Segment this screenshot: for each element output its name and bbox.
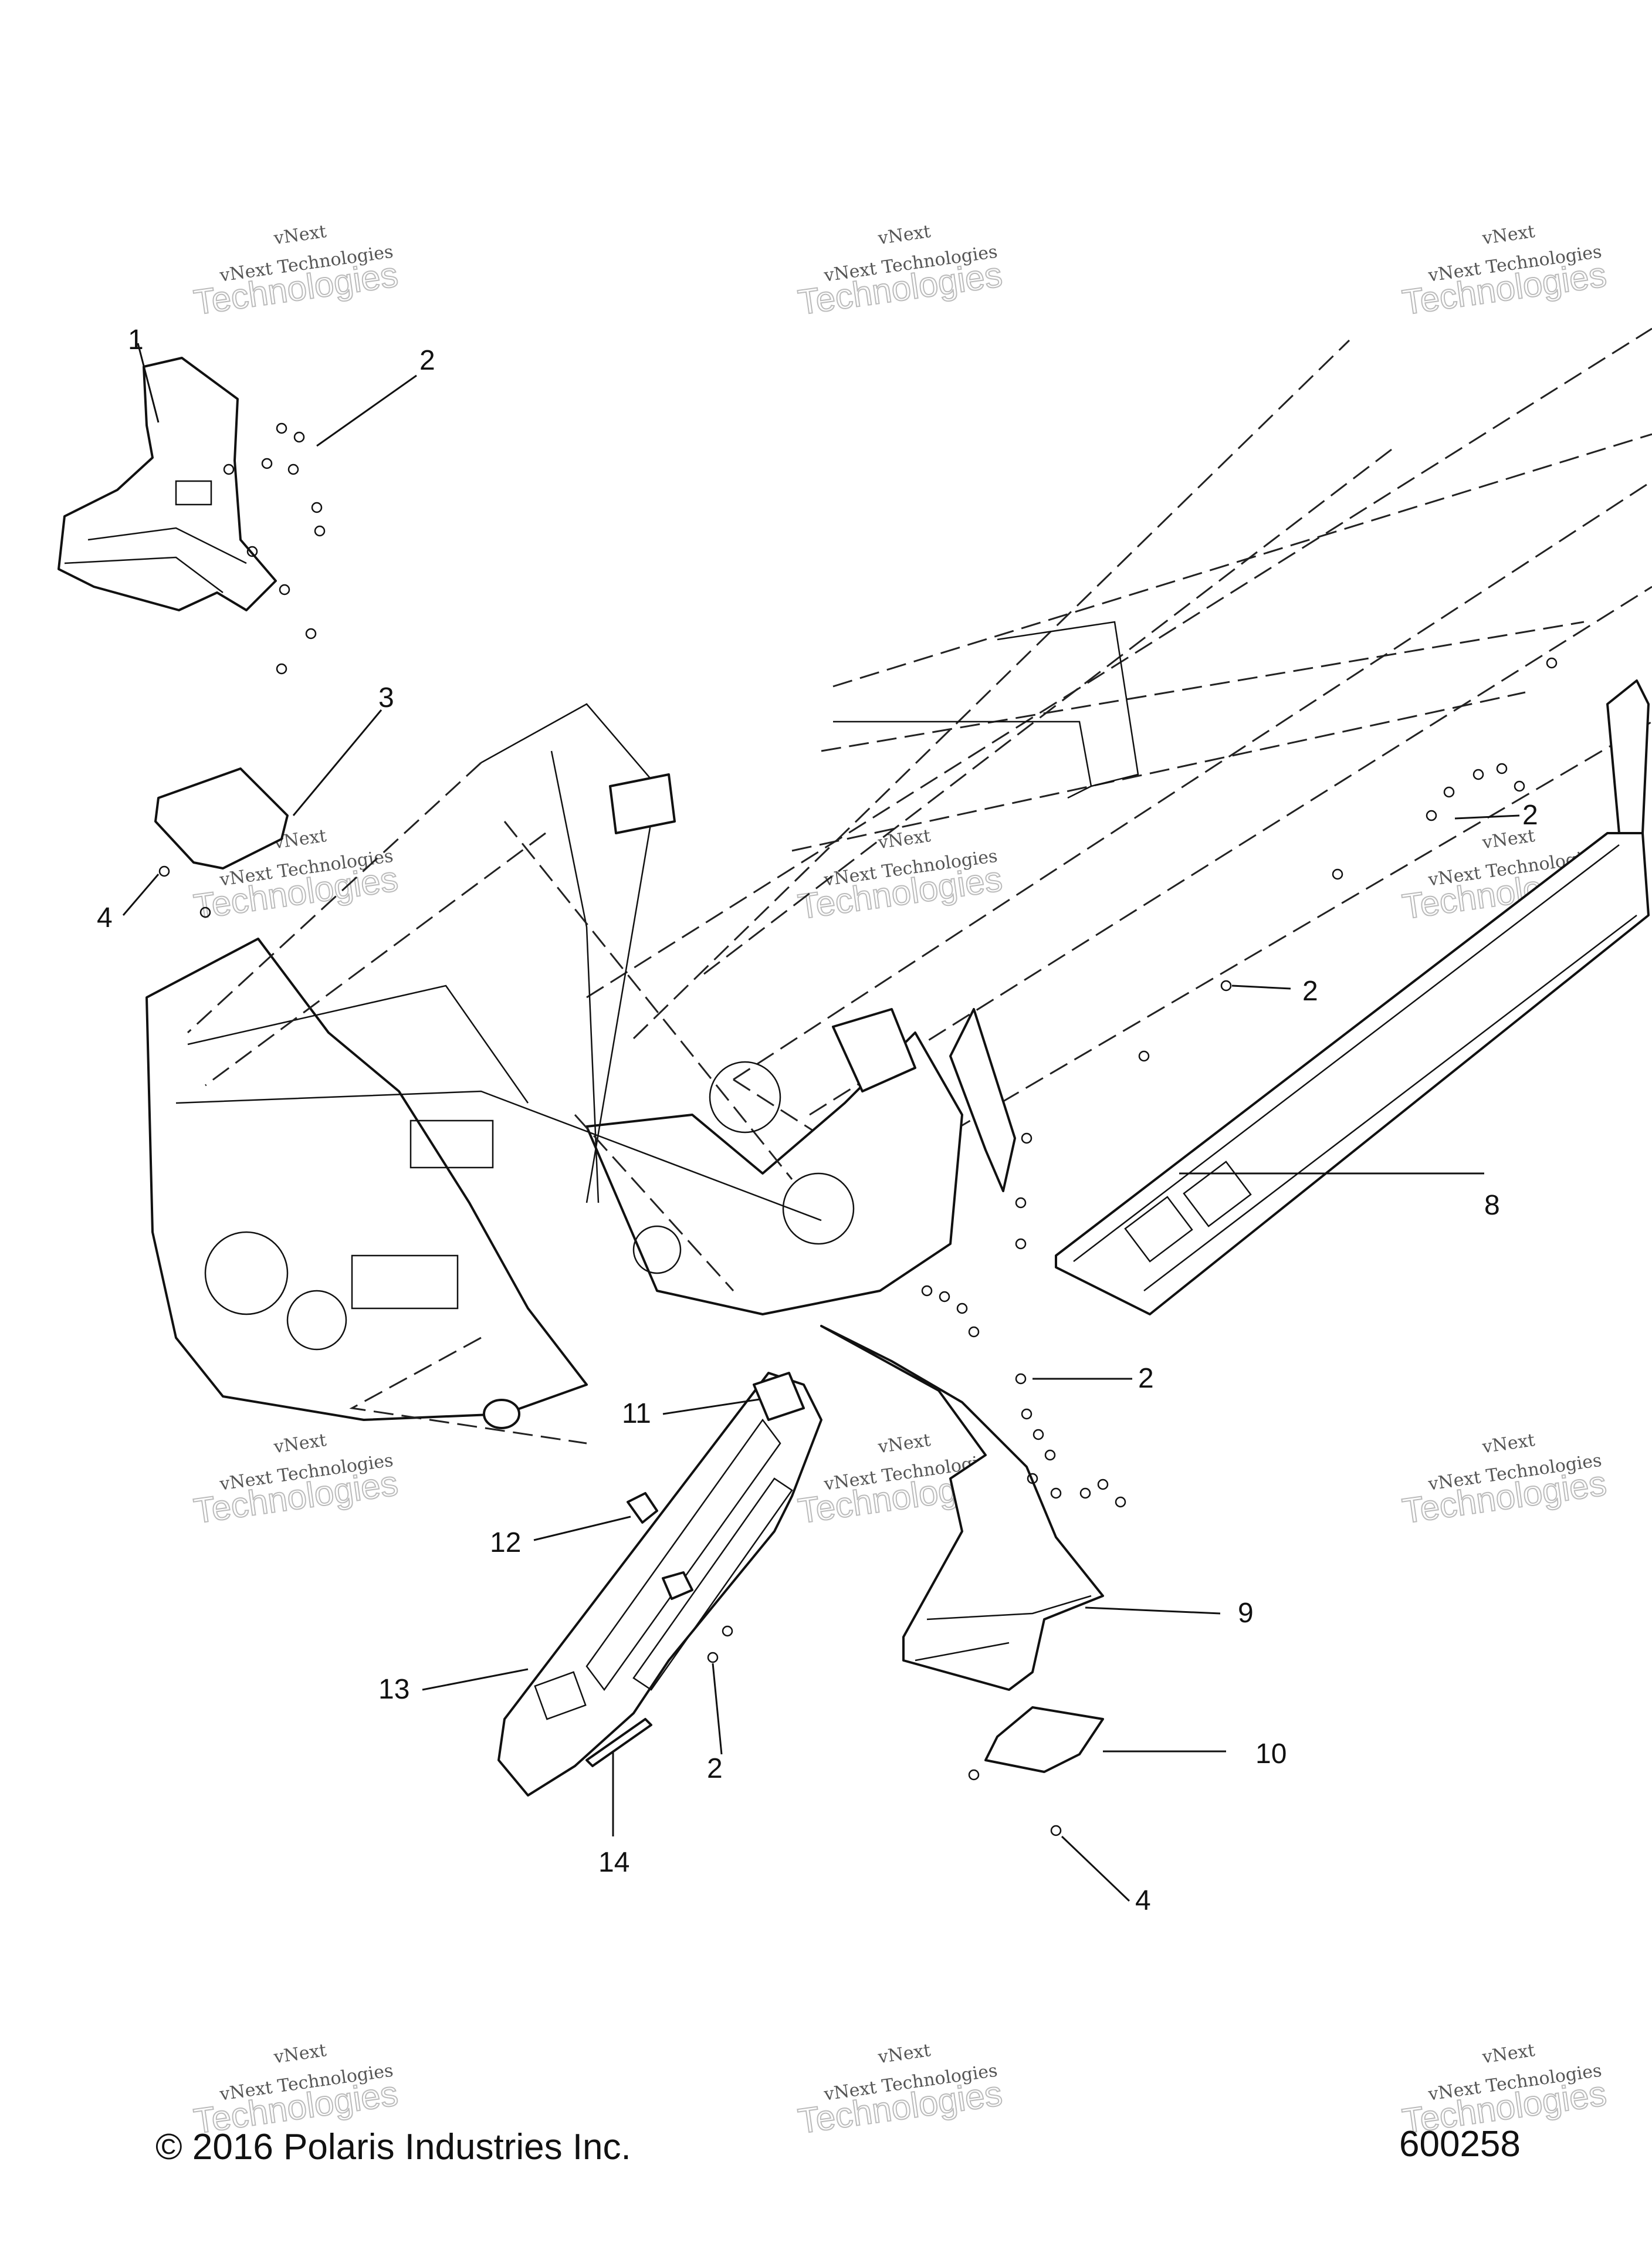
svg-text:vNext: vNext <box>272 2040 328 2068</box>
callout-9: 9 <box>1238 1598 1254 1629</box>
callout-1: 1 <box>128 324 144 356</box>
watermark-top-right: vNext vNext Technologies Technologies <box>1399 221 1609 323</box>
figure-number: 600258 <box>1399 2124 1521 2164</box>
leader-lines <box>122 343 1520 1902</box>
watermark-low-left: vNext vNext Technologies Technologies <box>191 1430 401 1531</box>
callout-2e: 2 <box>707 1753 723 1784</box>
callout-2c: 2 <box>1302 976 1318 1007</box>
callout-14: 14 <box>598 1847 629 1878</box>
svg-text:vNext: vNext <box>876 1430 932 1457</box>
svg-text:vNext: vNext <box>876 221 932 249</box>
part-3-plate <box>154 767 289 870</box>
callout-4b: 4 <box>1135 1885 1151 1916</box>
watermark-low-right: vNext vNext Technologies Technologies <box>1399 1430 1609 1531</box>
part-12-mount <box>627 1492 693 1600</box>
watermark-bottom-center: vNext vNext Technologies Technologies <box>795 2040 1005 2142</box>
svg-text:vNext: vNext <box>876 826 932 853</box>
part-14-strip <box>585 1718 652 1767</box>
part-8-running-board <box>1055 679 1650 1315</box>
callout-2b: 2 <box>1522 800 1538 831</box>
fasteners <box>158 422 1558 1836</box>
svg-text:vNext: vNext <box>876 2040 932 2068</box>
part-13-side-panel <box>497 1372 822 1797</box>
svg-text:vNext: vNext <box>1481 2040 1536 2068</box>
part-9-bracket <box>820 1325 1104 1691</box>
copyright-text: © 2016 Polaris Industries Inc. <box>155 2127 631 2167</box>
watermark-mid-center: vNext vNext Technologies Technologies <box>795 826 1005 927</box>
callout-2a: 2 <box>419 345 435 376</box>
callout-13: 13 <box>378 1674 409 1705</box>
tunnel-outline <box>586 327 1652 1175</box>
callout-12: 12 <box>490 1527 521 1558</box>
callout-11: 11 <box>622 1398 651 1429</box>
svg-text:vNext: vNext <box>272 221 328 249</box>
chassis-frame <box>145 703 1016 1445</box>
watermark-top-center: vNext vNext Technologies Technologies <box>795 221 1005 323</box>
callout-3: 3 <box>378 682 394 713</box>
part-11-clip <box>753 1372 805 1421</box>
callout-8: 8 <box>1484 1190 1500 1221</box>
watermark-top-left: vNext vNext Technologies Technologies <box>191 221 401 323</box>
callout-4a: 4 <box>97 902 113 933</box>
svg-text:vNext: vNext <box>272 1430 328 1457</box>
watermark-bottom-left: vNext vNext Technologies Technologies <box>191 2040 401 2142</box>
callout-2d: 2 <box>1138 1363 1154 1394</box>
svg-text:vNext: vNext <box>1481 1430 1536 1457</box>
callout-labels: 1 2 3 4 2 2 2 8 2 11 12 13 2 14 9 10 4 <box>97 324 1538 1916</box>
part-10-plate <box>984 1706 1104 1773</box>
part-1-bracket <box>57 357 277 611</box>
callout-10: 10 <box>1255 1738 1287 1770</box>
svg-text:vNext: vNext <box>1481 221 1536 249</box>
